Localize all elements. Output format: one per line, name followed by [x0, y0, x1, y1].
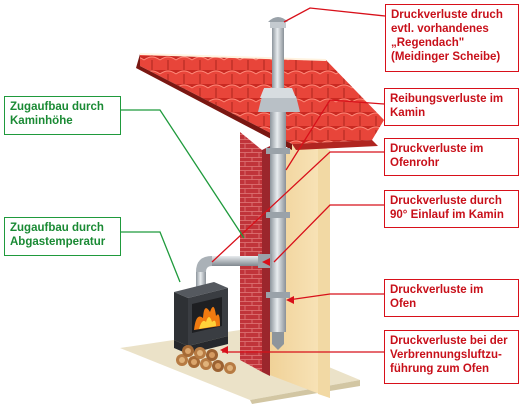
label-chimney-height: Zugaufbau durch Kaminhöhe [4, 96, 121, 135]
fire-icon [194, 306, 220, 330]
roof [136, 53, 384, 150]
stove [174, 282, 228, 354]
leader-lines [121, 7, 386, 353]
label-pressure-loss-stove-pipe: Druckverluste im Ofenrohr [384, 138, 519, 176]
label-pressure-loss-combustion-air: Druckverluste bei der Verbrennungsluftzu… [384, 330, 519, 384]
label-pressure-loss-90-inlet: Druckverluste durch 90° Einlauf im Kamin [384, 190, 519, 228]
chimney-pipe [258, 28, 300, 350]
rain-cap [268, 17, 288, 28]
firewood [176, 345, 236, 374]
label-pressure-loss-stove: Druckverluste im Ofen [384, 279, 519, 317]
arrow-icon [262, 258, 270, 266]
label-friction-loss-chimney: Reibungsverluste im Kamin [384, 88, 519, 126]
label-rain-cap-loss: Druckverluste druch evtl. vorhandenes „R… [385, 4, 519, 72]
label-exhaust-temperature: Zugaufbau durch Abgastemperatur [4, 217, 121, 256]
